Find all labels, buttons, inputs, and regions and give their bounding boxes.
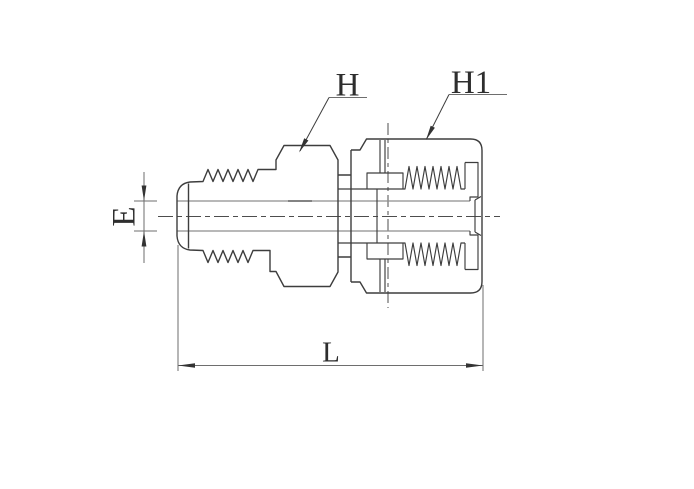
counterbore-top [464,161,479,201]
arrow-E-top [141,185,147,201]
neck-lines [338,174,351,258]
centerline-group [158,123,500,308]
ferrule-box-bottom [366,243,404,260]
internal-thread-top [338,165,465,190]
internal-thread-bottom [338,242,465,267]
body-outline [176,138,483,294]
arrow-E-bottom [141,231,147,247]
nut-outline [350,138,483,294]
arrowheads [141,125,483,368]
nut-internal-details [338,140,482,292]
ferrule-box-top [366,172,404,189]
label-nut-H1: H1 [451,65,491,101]
counterbore-bottom [464,231,479,271]
arrow-H1 [426,125,435,140]
label-bore-E: E [107,206,143,226]
label-length-L: L [322,337,340,369]
arrow-L-left [178,363,195,368]
arrow-L-right [466,363,483,368]
dimension-lines [134,94,507,371]
labels: H H1 E L [107,65,492,369]
bore-lines [177,200,470,232]
leader-lines [299,94,450,152]
tube-opening-chamfer [474,196,482,236]
arrow-H [299,138,309,153]
body-silhouette [176,144,339,288]
label-hex-H: H [336,68,360,104]
dim-E-ticks [134,200,157,232]
gap-marker-lines [379,140,386,292]
